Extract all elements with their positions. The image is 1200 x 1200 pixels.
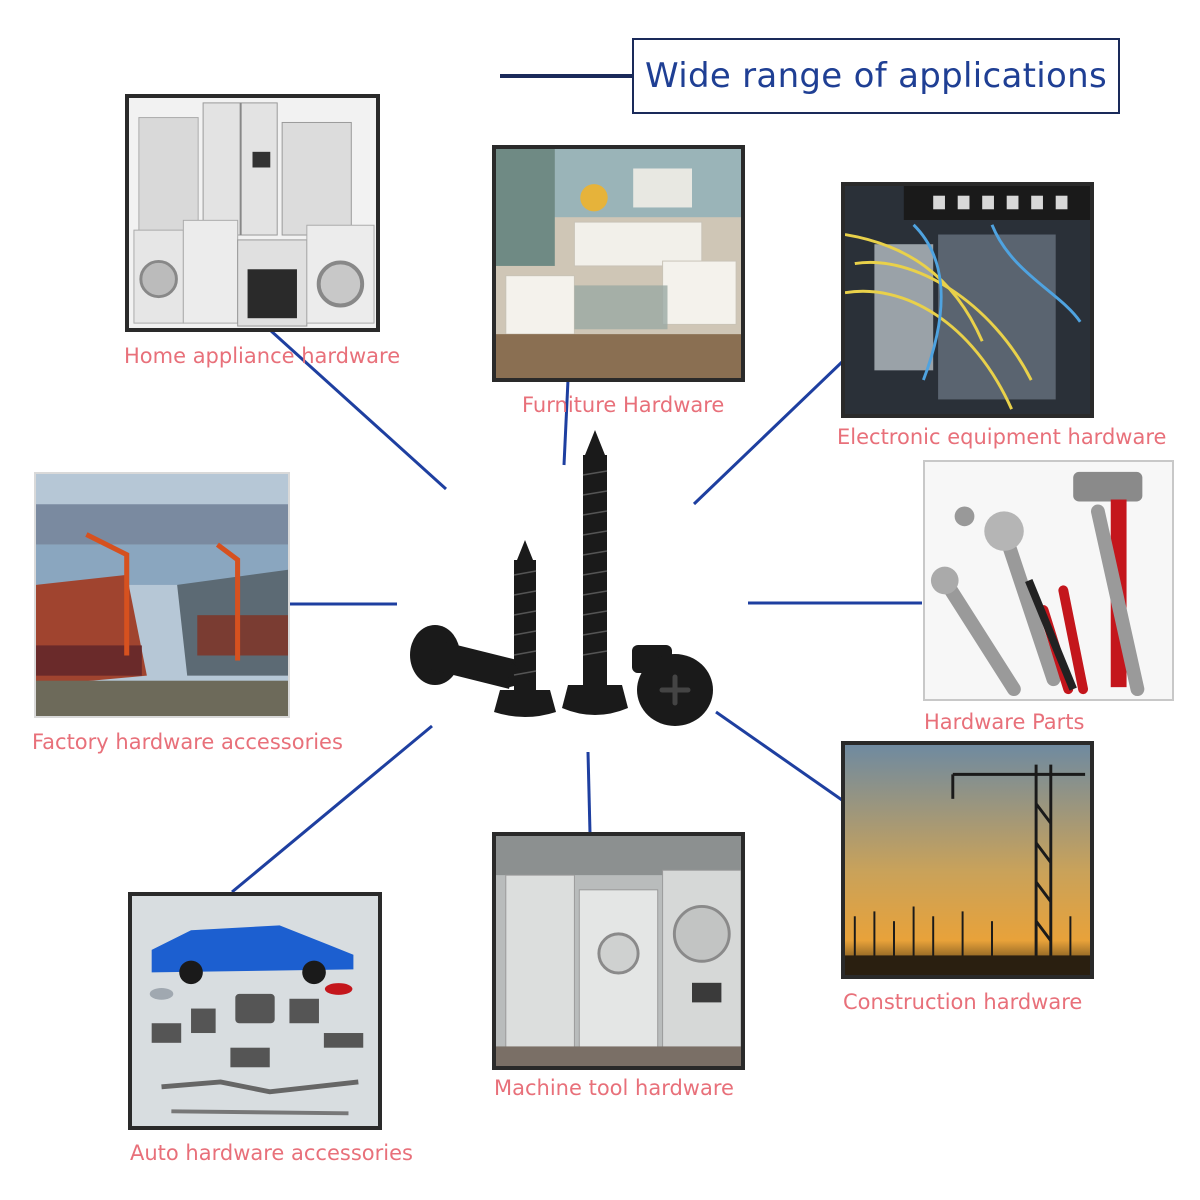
label-home-appliance: Home appliance hardware: [124, 344, 401, 368]
server-rack-cables-photo: [841, 182, 1094, 418]
label-construction: Construction hardware: [843, 990, 1083, 1014]
connector-furniture: [562, 379, 570, 466]
living-room-furniture-photo: [492, 145, 745, 382]
label-auto: Auto hardware accessories: [130, 1141, 413, 1165]
home-appliances-photo: [125, 94, 380, 332]
car-parts-photo: [128, 892, 382, 1130]
label-machine-tool: Machine tool hardware: [494, 1076, 734, 1100]
industrial-machines-photo: [492, 832, 745, 1070]
label-furniture: Furniture Hardware: [522, 393, 725, 417]
hand-tools-photo: [923, 460, 1174, 701]
black-self-tapping-screws: [410, 430, 713, 726]
connector-auto: [231, 724, 433, 894]
lying-screw: [410, 625, 530, 689]
medium-screw: [494, 540, 556, 717]
connector-construction: [715, 710, 843, 802]
label-factory: Factory hardware accessories: [32, 730, 343, 754]
title-box: Wide range of applications: [632, 38, 1120, 114]
construction-crane-sunset-photo: [841, 741, 1094, 979]
connector-electronic: [692, 360, 844, 506]
connector-home-appliance: [268, 328, 448, 491]
shipyard-cranes-photo: [34, 472, 290, 718]
label-electronic: Electronic equipment hardware: [837, 425, 1167, 449]
title-connector-line: [500, 74, 634, 78]
page-title: Wide range of applications: [645, 56, 1107, 96]
connector-machine-tool: [586, 751, 592, 834]
label-hardware-parts: Hardware Parts: [924, 710, 1085, 734]
